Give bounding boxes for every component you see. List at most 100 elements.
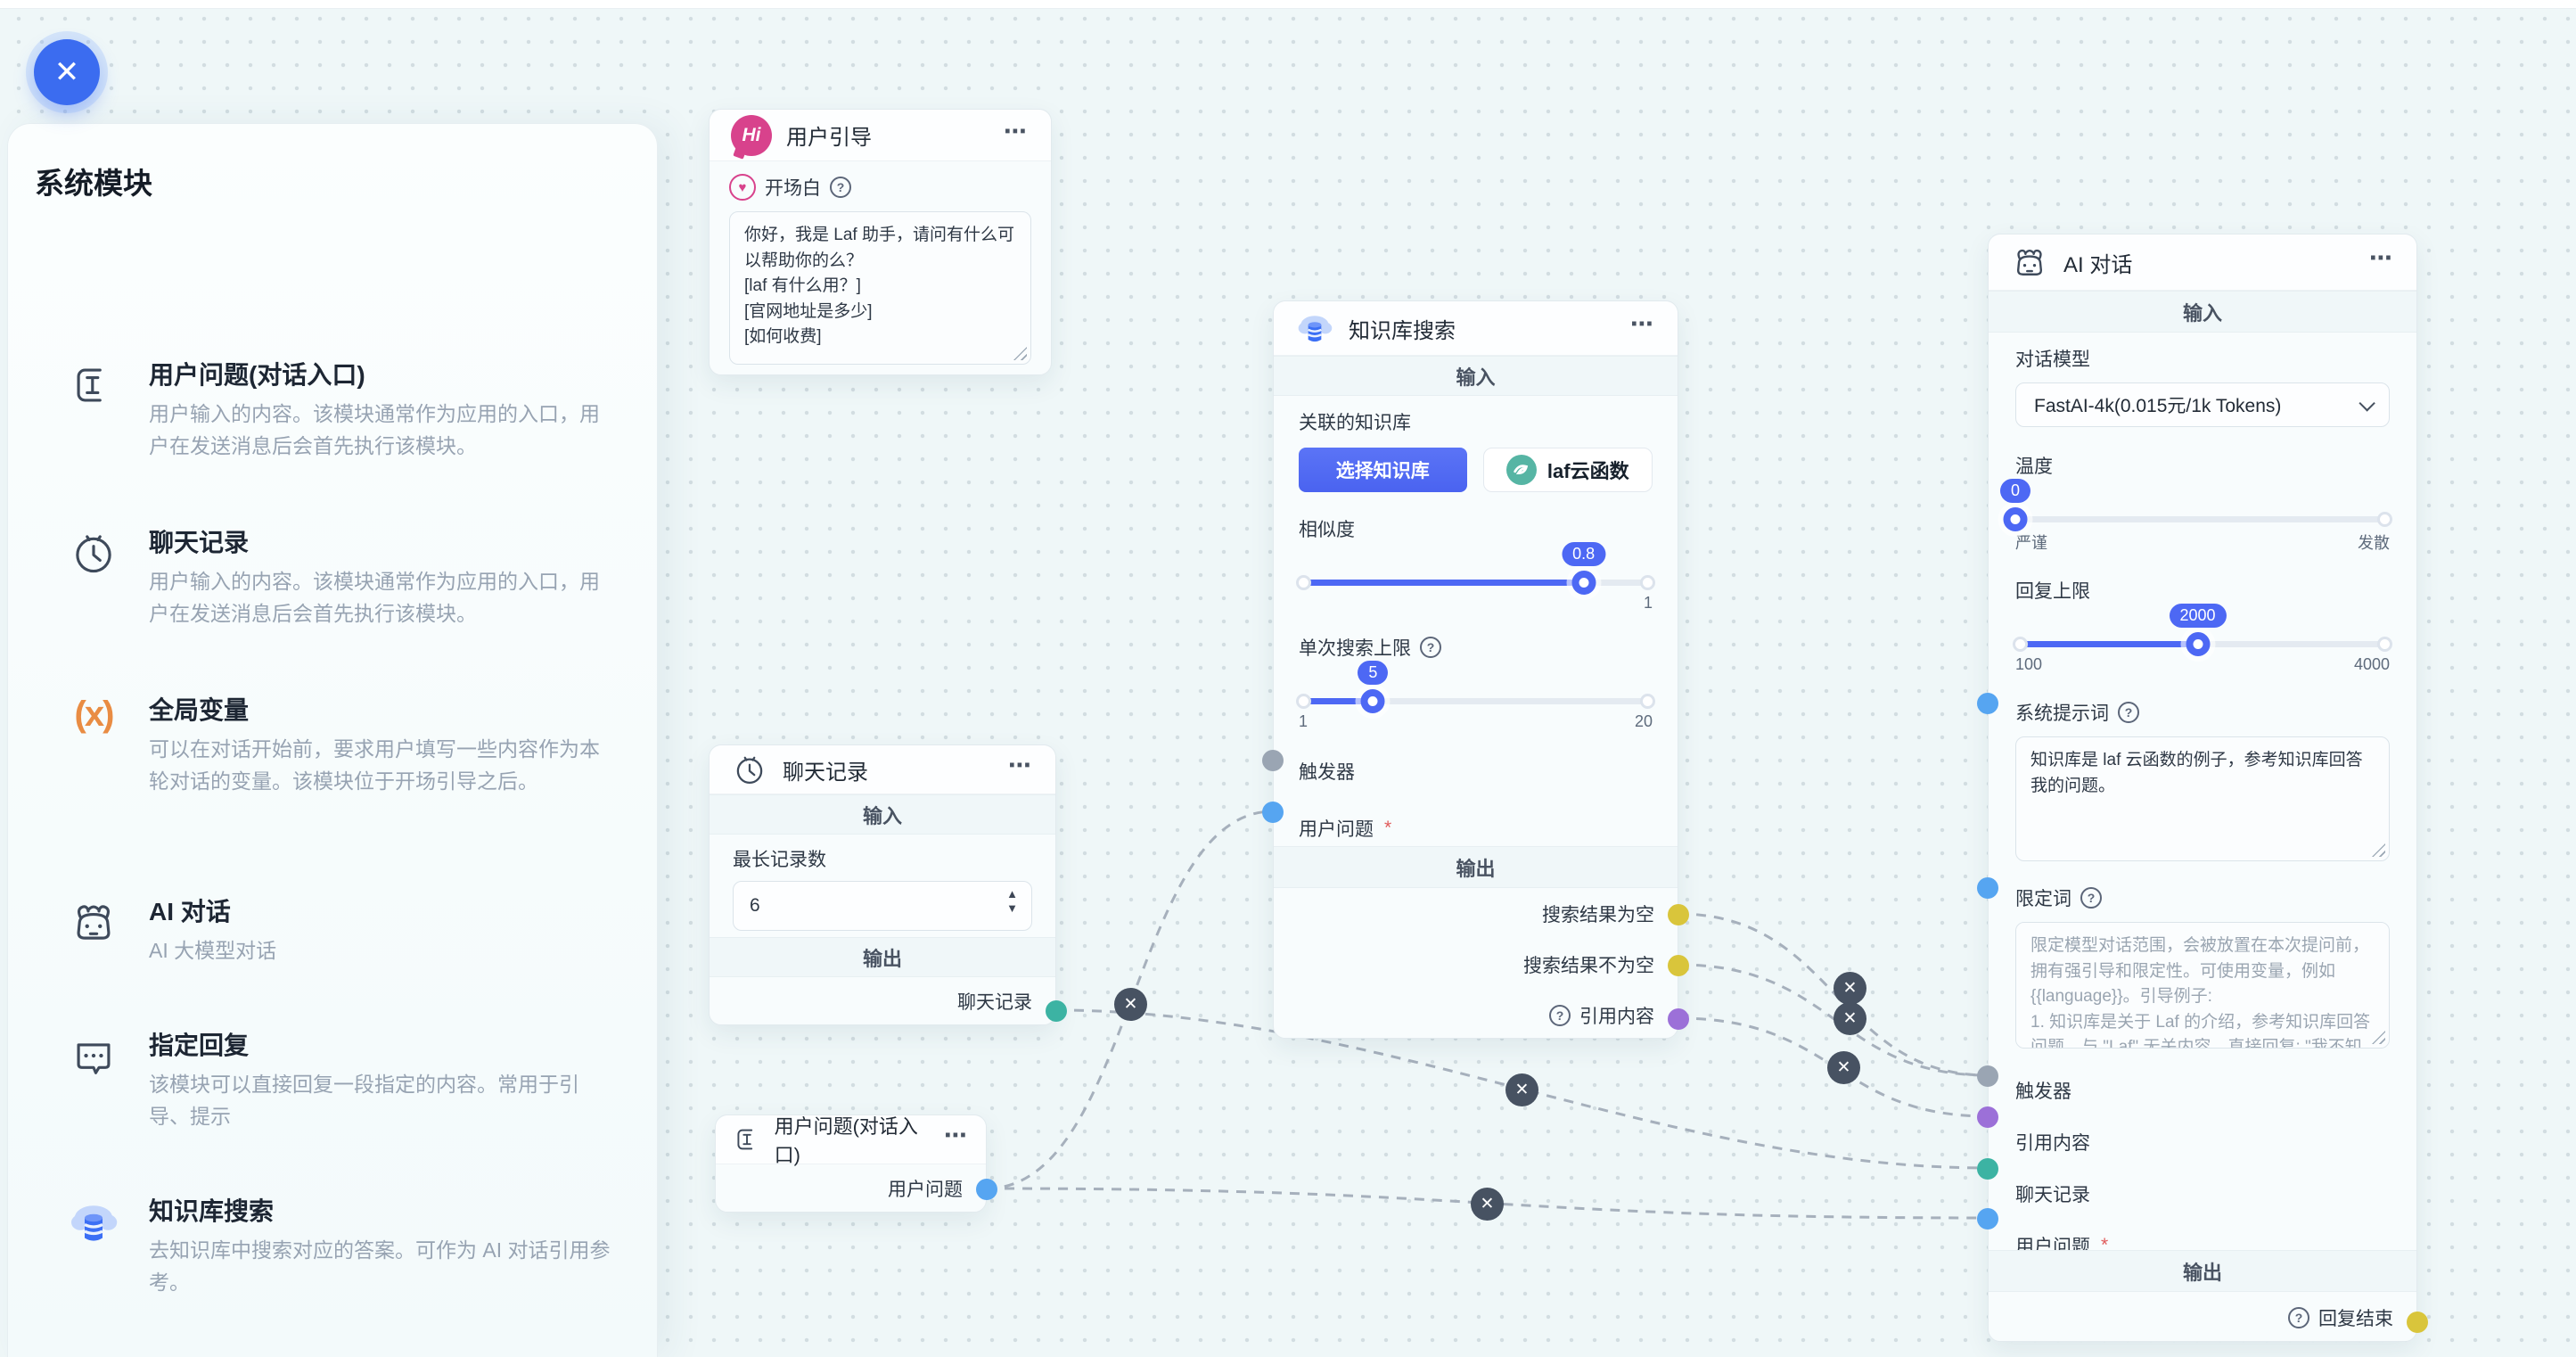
select-kb-button[interactable]: 选择知识库 xyxy=(1299,448,1467,492)
search-limit-slider[interactable]: 5 xyxy=(1296,661,1655,713)
model-select-value: FastAI-4k(0.015元/1k Tokens) xyxy=(2034,396,2282,416)
help-icon[interactable]: ? xyxy=(830,177,851,198)
model-select[interactable]: FastAI-4k(0.015元/1k Tokens) xyxy=(2015,382,2390,427)
module-name: 知识库搜索 xyxy=(149,1197,275,1225)
system-modules-panel: 系统模块 用户问题(对话入口) 用户输入的内容。该模块通常作为应用的入口，用户在… xyxy=(7,123,658,1357)
port-kb-empty-out[interactable] xyxy=(1668,904,1689,925)
port-user-question-out[interactable] xyxy=(976,1179,997,1200)
slider-min-label: 1 xyxy=(1299,712,1309,730)
module-desc: 用户输入的内容。该模块通常作为应用的入口，用户在发送消息后会首先执行该模块。 xyxy=(149,570,600,625)
node-kb-search[interactable]: 知识库搜索 ⋯ 输入 关联的知识库 选择知识库 laf云函数 相似度 0.8 1… xyxy=(1262,300,1689,1039)
slider-value-badge: 0 xyxy=(1999,479,2031,503)
node-header[interactable]: Hi 用户引导 ⋯ xyxy=(710,110,1051,161)
sidebar-item-global-variable[interactable]: (x) 全局变量 可以在对话开始前，要求用户填写一些内容作为本轮对话的变量。该模… xyxy=(62,691,614,797)
disconnect-edge-button[interactable]: ✕ xyxy=(1834,972,1866,1005)
field-label: 聊天记录 xyxy=(2015,1185,2090,1205)
clock-icon xyxy=(736,756,763,785)
system-prompt-textarea[interactable]: 知识库是 laf 云函数的例子，参考知识库回答我的问题。 xyxy=(2015,736,2390,861)
port-ai-question-in[interactable] xyxy=(1977,1208,1998,1230)
disconnect-edge-button[interactable]: ✕ xyxy=(1834,1002,1866,1035)
kb-tag-button[interactable]: laf云函数 xyxy=(1482,448,1653,492)
sidebar-item-user-question[interactable]: 用户问题(对话入口) 用户输入的内容。该模块通常作为应用的入口，用户在发送消息后… xyxy=(62,356,614,462)
node-menu-button[interactable]: ⋯ xyxy=(944,1122,970,1148)
field-label: 最长记录数 xyxy=(733,850,826,870)
port-ai-trigger-in[interactable] xyxy=(1977,1065,1998,1087)
output-label: 搜索结果为空 xyxy=(1542,904,1654,925)
max-records-input[interactable] xyxy=(733,881,1032,931)
similarity-slider[interactable]: 0.8 xyxy=(1296,542,1655,595)
node-title: 用户问题(对话入口) xyxy=(774,1115,918,1166)
constraint-textarea[interactable]: 限定模型对话范围，会被放置在本次提问前，拥有强引导和限定性。可使用变量，例如 {… xyxy=(2015,922,2390,1049)
disconnect-edge-button[interactable]: ✕ xyxy=(1471,1188,1504,1221)
sidebar-item-assigned-reply[interactable]: 指定回复 该模块可以直接回复一段指定的内容。常用于引导、提示 xyxy=(62,1026,614,1132)
stepper-up-icon: ▲ xyxy=(1006,887,1018,901)
field-label: 相似度 xyxy=(1299,520,1355,540)
slider-handle[interactable] xyxy=(2186,632,2211,656)
help-icon[interactable]: ? xyxy=(2080,887,2102,909)
reply-limit-slider[interactable]: 2000 xyxy=(2013,604,2392,656)
node-header[interactable]: 知识库搜索 ⋯ xyxy=(1274,301,1678,356)
close-panel-button[interactable]: ✕ xyxy=(34,39,100,105)
disconnect-edge-button[interactable]: ✕ xyxy=(1505,1073,1538,1106)
node-menu-button[interactable]: ⋯ xyxy=(2369,244,2395,271)
robot-icon xyxy=(62,892,126,967)
field-label: 用户问题 xyxy=(1299,819,1374,840)
output-section-bar: 输出 xyxy=(1274,846,1678,888)
node-header[interactable]: AI 对话 ⋯ xyxy=(1989,234,2416,291)
help-icon[interactable]: ? xyxy=(1549,1004,1571,1026)
node-header[interactable]: 用户问题(对话入口) ⋯ xyxy=(716,1115,986,1166)
help-icon[interactable]: ? xyxy=(1420,637,1441,658)
slider-max-label: 20 xyxy=(1634,712,1653,730)
field-label: 单次搜索上限 xyxy=(1299,638,1411,659)
number-stepper[interactable]: ▲ ▼ xyxy=(1006,888,1018,914)
port-kb-question-in[interactable] xyxy=(1262,802,1284,823)
sidebar-item-ai-chat[interactable]: AI 对话 AI 大模型对话 xyxy=(62,892,614,967)
port-kb-quote-out[interactable] xyxy=(1668,1008,1689,1030)
port-ai-constraint-in[interactable] xyxy=(1977,877,1998,899)
port-chat-history-out[interactable] xyxy=(1046,1000,1067,1022)
port-ai-reply-end-out[interactable] xyxy=(2407,1312,2428,1333)
node-user-question[interactable]: 用户问题(对话入口) ⋯ 用户问题 xyxy=(715,1114,997,1213)
port-ai-sysprompt-in[interactable] xyxy=(1977,693,1998,714)
disconnect-edge-button[interactable]: ✕ xyxy=(1827,1051,1860,1084)
slider-handle[interactable] xyxy=(1571,571,1596,595)
field-label: 用户问题 xyxy=(2015,1237,2090,1250)
node-ai-chat[interactable]: AI 对话 ⋯ 输入 对话模型 FastAI-4k(0.015元/1k Toke… xyxy=(1977,234,2428,1342)
port-ai-quote-in[interactable] xyxy=(1977,1106,1998,1128)
help-icon[interactable]: ? xyxy=(2288,1306,2309,1328)
module-desc: AI 大模型对话 xyxy=(149,939,277,962)
module-name: 用户问题(对话入口) xyxy=(149,361,365,389)
slider-max-label: 发散 xyxy=(2358,534,2390,552)
reply-bubble-icon xyxy=(62,1026,126,1132)
slider-handle[interactable] xyxy=(2003,507,2028,531)
stepper-down-icon: ▼ xyxy=(1006,901,1018,915)
field-label: 触发器 xyxy=(1299,762,1355,783)
disconnect-edge-button[interactable]: ✕ xyxy=(1114,988,1147,1021)
sidebar-item-kb-search[interactable]: 知识库搜索 去知识库中搜索对应的答案。可作为 AI 对话引用参考。 xyxy=(62,1192,614,1298)
welcome-text-textarea[interactable]: 你好，我是 Laf 助手，请问有什么可以帮助你的么？ [laf 有什么用？] [… xyxy=(729,211,1031,365)
module-name: 指定回复 xyxy=(149,1032,250,1059)
module-name: AI 对话 xyxy=(149,898,231,925)
node-title: 用户引导 xyxy=(786,126,872,150)
node-menu-button[interactable]: ⋯ xyxy=(1008,752,1034,778)
port-ai-history-in[interactable] xyxy=(1977,1158,1998,1180)
text-input-icon xyxy=(737,1129,753,1150)
help-icon[interactable]: ? xyxy=(2118,702,2139,723)
slider-value-badge: 2000 xyxy=(2169,604,2227,628)
slider-value-badge: 5 xyxy=(1358,661,1389,685)
node-user-guide[interactable]: Hi 用户引导 ⋯ ♥ 开场白 ? 你好，我是 Laf 助手，请问有什么可以帮助… xyxy=(709,109,1052,375)
variable-icon: (x) xyxy=(74,695,115,734)
node-chat-history[interactable]: 聊天记录 ⋯ 输入 最长记录数 ▲ ▼ 输出 聊天记录 xyxy=(709,744,1067,1025)
node-header[interactable]: 聊天记录 ⋯ xyxy=(710,745,1055,794)
port-kb-notempty-out[interactable] xyxy=(1668,955,1689,976)
node-menu-button[interactable]: ⋯ xyxy=(1004,117,1030,144)
input-section-bar: 输入 xyxy=(710,794,1055,835)
welcome-heart-icon: ♥ xyxy=(729,174,756,201)
robot-icon xyxy=(2016,249,2043,276)
slider-handle[interactable] xyxy=(1360,689,1385,713)
temperature-slider[interactable]: 0 xyxy=(1999,479,2392,531)
clock-icon xyxy=(62,523,126,629)
node-menu-button[interactable]: ⋯ xyxy=(1630,310,1656,337)
port-kb-trigger-in[interactable] xyxy=(1262,750,1284,771)
sidebar-item-chat-history[interactable]: 聊天记录 用户输入的内容。该模块通常作为应用的入口，用户在发送消息后会首先执行该… xyxy=(62,523,614,629)
